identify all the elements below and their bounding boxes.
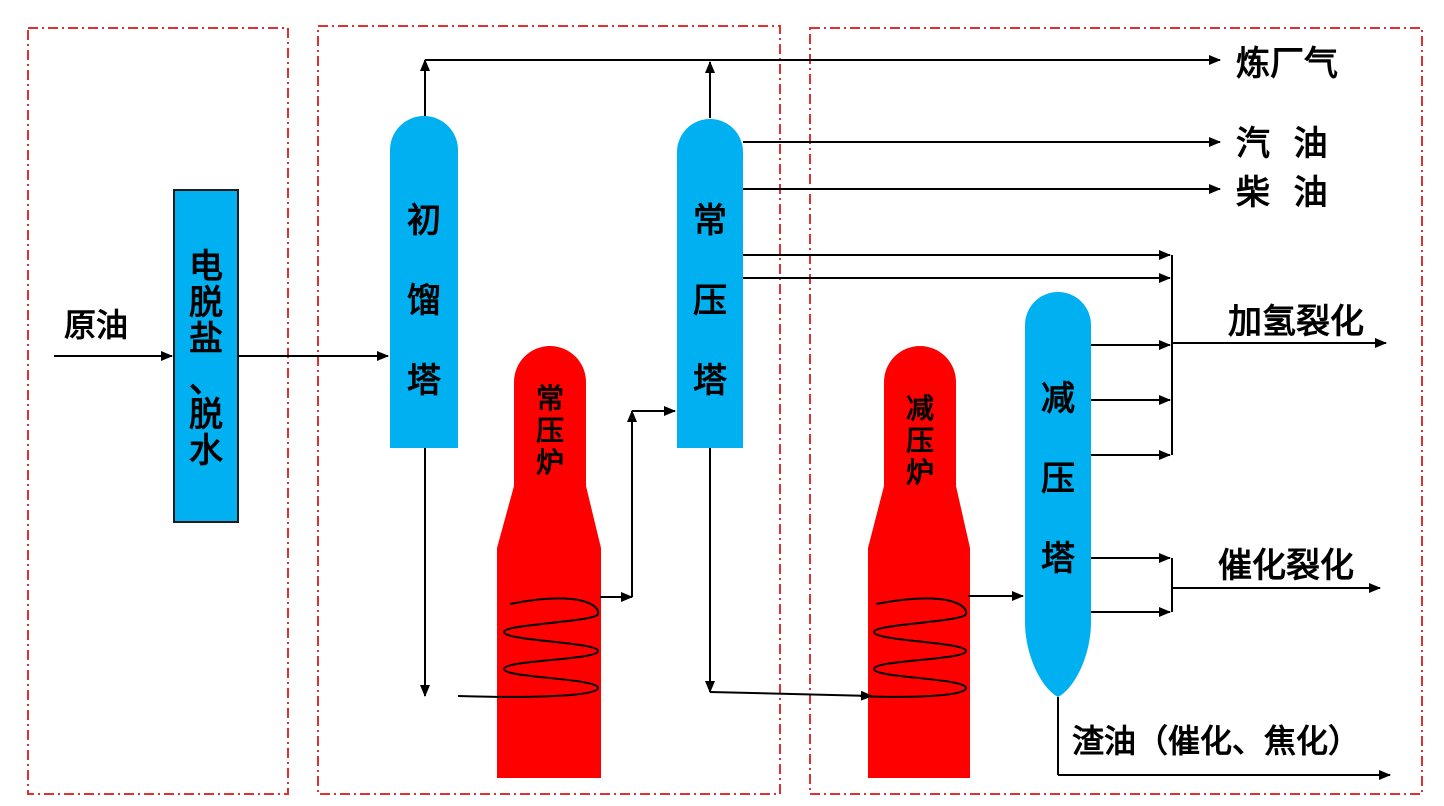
initial-tower-char: 初 (407, 201, 441, 241)
initial-distillation-tower (390, 116, 458, 448)
vacuum-furnace-char: 减 (906, 392, 934, 425)
vacuum-furnace-char: 压 (906, 424, 934, 457)
crude-oil-label: 原油 (64, 306, 128, 344)
vacuum-tower (1025, 292, 1091, 697)
atmos-tower-char: 压 (693, 281, 727, 321)
atmos-tower-char: 塔 (693, 361, 728, 401)
refinery-gas-label: 炼厂气 (1236, 44, 1338, 84)
hydrocracking-label: 加氢裂化 (1228, 302, 1364, 342)
vacuum-tower-label: 减 压 塔 (1041, 379, 1076, 579)
desalter-char: 电 (189, 247, 223, 287)
desalter-label: 电 脱 盐 、 脱 水 (189, 247, 224, 471)
desalter-char: 、 (189, 361, 223, 401)
atmos-furnace-label: 常 压 炉 (536, 382, 564, 479)
desalter-unit (173, 189, 239, 523)
atmospheric-furnace (497, 346, 601, 778)
vacuum-tower-char: 减 (1041, 379, 1075, 419)
atmos-furnace-char: 炉 (536, 446, 564, 479)
vacuum-furnace-char: 炉 (906, 456, 934, 489)
catalytic-cracking-label: 催化裂化 (1218, 546, 1354, 586)
vacuum-furnace-coil (859, 597, 968, 698)
vacuum-tower-char: 压 (1041, 459, 1075, 499)
atmos-furnace-char: 压 (536, 414, 564, 447)
section-boundary-pretreatment (27, 27, 289, 795)
residue-label: 渣油（催化、焦化） (1072, 722, 1360, 760)
section-boundary-atmospheric (317, 25, 781, 795)
desalter-char: 脱 (189, 395, 223, 435)
atmos-bottom-to-vac-furnace (709, 690, 873, 701)
gasoline-label: 汽 油 (1236, 124, 1328, 164)
atmospheric-furnace-coil (457, 597, 600, 698)
initial-tower-char: 馏 (407, 281, 441, 321)
diesel-label: 柴 油 (1236, 173, 1328, 213)
atmos-furnace-char: 常 (536, 382, 564, 415)
initial-tower-char: 塔 (407, 361, 442, 401)
atmos-tower-char: 常 (693, 201, 727, 241)
desalter-char: 水 (189, 431, 224, 471)
desalter-char: 脱 (189, 283, 223, 323)
atmospheric-tower (677, 119, 743, 448)
initial-tower-label: 初 馏 塔 (407, 201, 442, 401)
vacuum-furnace (868, 346, 970, 778)
atmos-tower-label: 常 压 塔 (693, 201, 728, 401)
vacuum-furnace-label: 减 压 炉 (906, 392, 934, 489)
section-boundary-vacuum (809, 27, 1423, 795)
vacuum-tower-char: 塔 (1041, 539, 1076, 579)
desalter-char: 盐 (189, 319, 223, 359)
